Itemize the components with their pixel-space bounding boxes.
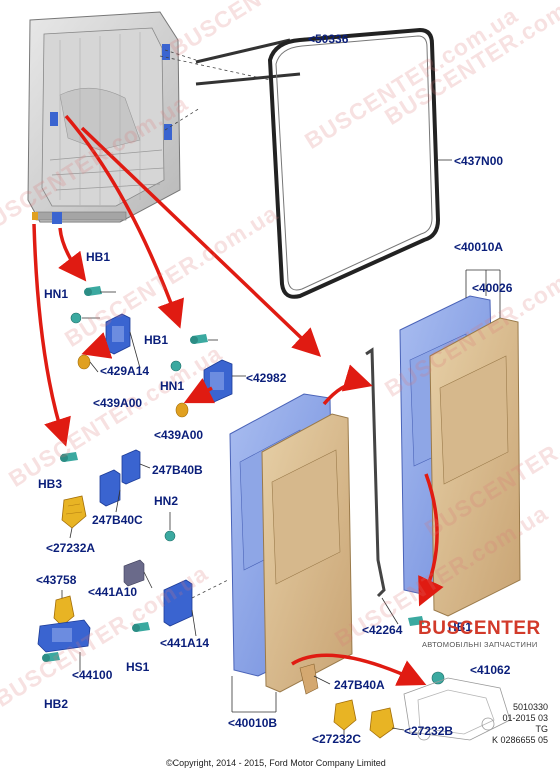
bolt-hb2 xyxy=(42,652,60,662)
label-hb2: HB2 xyxy=(44,697,69,711)
code-line-3: TG xyxy=(535,724,549,734)
label-27232C: <27232C xyxy=(312,732,362,746)
label-247B40A: 247B40A xyxy=(334,678,385,692)
striker-41062 xyxy=(431,671,445,685)
label-439A00-b: <439A00 xyxy=(154,428,204,442)
label-439A00-a: <439A00 xyxy=(93,396,143,410)
label-hn2: HN2 xyxy=(154,494,179,508)
cap-439A00-a xyxy=(77,354,91,370)
label-hs1: HS1 xyxy=(126,660,150,674)
hinge-441A14 xyxy=(163,579,229,627)
code-line-1: 5010330 xyxy=(512,702,548,712)
label-27232A: <27232A xyxy=(46,541,96,555)
label-41062: <41062 xyxy=(470,663,511,677)
strap-247B40A xyxy=(299,663,319,695)
nut-hn1-a xyxy=(70,312,82,324)
label-441A10: <441A10 xyxy=(88,585,138,599)
nut-hn1-b xyxy=(170,360,182,372)
label-hb1-b: HB1 xyxy=(144,333,169,347)
logo-main-text: BUSCENTER xyxy=(418,618,541,639)
label-40010A: <40010A xyxy=(454,240,504,254)
label-hb3: HB3 xyxy=(38,477,63,491)
label-43758: <43758 xyxy=(36,573,77,587)
bolt-hb1-a xyxy=(84,286,102,296)
copyright-text: ©Copyright, 2014 - 2015, Ford Motor Comp… xyxy=(166,758,386,768)
door-check-rod-42264 xyxy=(365,347,399,625)
red-arrows xyxy=(32,114,444,686)
seal-strip-50336 xyxy=(195,37,307,86)
label-40010B: <40010B xyxy=(228,716,278,730)
plate-441A10 xyxy=(123,559,145,587)
logo-sub-text: АВТОМОБІЛЬНІ ЗАПЧАСТИНИ xyxy=(422,640,538,649)
bumper-27232B xyxy=(369,707,395,739)
label-hb1-c: HB1 xyxy=(448,620,473,634)
bolt-hs1 xyxy=(132,622,150,632)
bumper-27232A xyxy=(61,495,87,529)
cap-439A00-b xyxy=(175,402,189,418)
code-line-4: K 0286655 05 xyxy=(491,735,548,745)
label-hb1-a: HB1 xyxy=(86,250,111,264)
leader-lines xyxy=(61,291,405,738)
label-hn1-b: HN1 xyxy=(160,379,185,393)
label-429A14: <429A14 xyxy=(100,364,150,378)
label-42982: <42982 xyxy=(246,371,287,385)
van-silhouette-icon xyxy=(403,677,511,741)
label-27232B: <27232B xyxy=(404,724,454,738)
label-40026: <40026 xyxy=(472,281,513,295)
label-437N00: <437N00 xyxy=(454,154,504,168)
label-247B40C: 247B40C xyxy=(92,513,143,527)
right-door-assembly xyxy=(399,269,521,617)
nut-hn2 xyxy=(164,530,176,542)
label-50336: <50336 xyxy=(308,32,349,46)
bolt-hb1-c xyxy=(408,616,424,626)
bumper-27232C xyxy=(333,699,357,731)
callout-lines xyxy=(159,49,271,131)
bracket-247B40C xyxy=(99,469,121,507)
hinge-44100 xyxy=(37,619,91,653)
code-line-2: 01-2015 03 xyxy=(502,713,548,723)
label-42264: <42264 xyxy=(362,623,403,637)
bolt-hb1-b xyxy=(190,334,208,344)
label-441A14: <441A14 xyxy=(160,636,210,650)
reference-codes: 5010330 01-2015 03 TG K 0286655 05 xyxy=(468,702,548,746)
buscenter-logo: BUSCENTER АВТОМОБІЛЬНІ ЗАПЧАСТИНИ xyxy=(418,618,541,649)
weatherstrip-437N00 xyxy=(267,27,452,299)
van-body-illustration xyxy=(27,11,181,224)
bumper-43758 xyxy=(53,595,75,627)
left-door-assembly xyxy=(229,393,353,713)
label-hn1-a: HN1 xyxy=(44,287,69,301)
label-44100: <44100 xyxy=(72,668,113,682)
bracket-247B40B xyxy=(121,449,141,485)
bolt-hb3 xyxy=(60,452,78,462)
label-247B40B: 247B40B xyxy=(152,463,203,477)
